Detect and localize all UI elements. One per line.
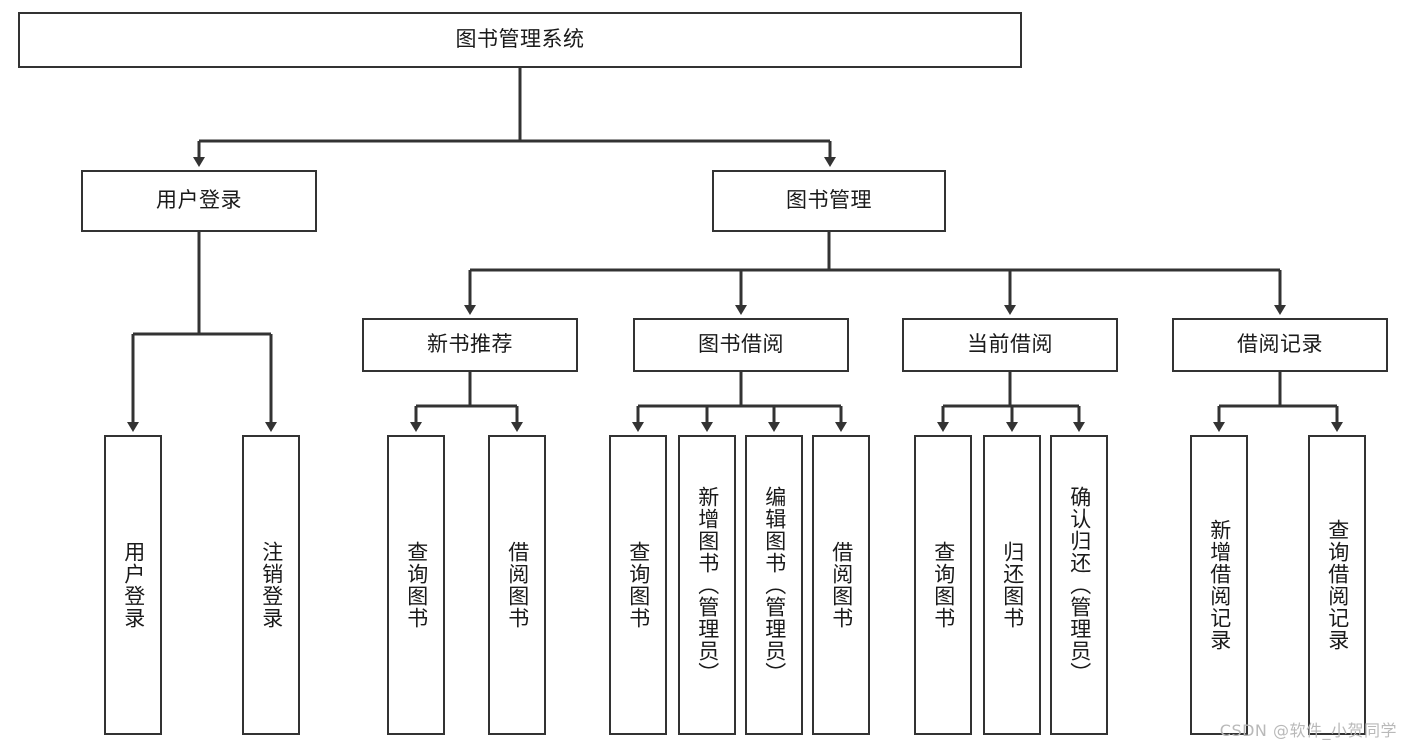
- edge-user-login-to-leaves: [127, 232, 277, 432]
- node-user-login-label: 用户登录: [156, 188, 242, 213]
- node-book-borrow-label: 图书借阅: [698, 332, 784, 357]
- leaf-edit-book-admin-label: 编辑图书（管理员）: [762, 486, 787, 684]
- leaf-query-book-borrow-label: 查询图书: [626, 541, 651, 629]
- leaf-add-book-admin[interactable]: 新增图书（管理员）: [678, 435, 736, 735]
- leaf-borrow-book-recommend[interactable]: 借阅图书: [488, 435, 546, 735]
- leaf-confirm-return-admin[interactable]: 确认归还（管理员）: [1050, 435, 1108, 735]
- edge-book-borrow-to-leaves: [632, 372, 847, 432]
- leaf-borrow-book[interactable]: 借阅图书: [812, 435, 870, 735]
- node-book-borrow[interactable]: 图书借阅: [633, 318, 849, 372]
- leaf-query-borrow-record[interactable]: 查询借阅记录: [1308, 435, 1366, 735]
- leaf-logout[interactable]: 注销登录: [242, 435, 300, 735]
- leaf-add-book-admin-label: 新增图书（管理员）: [695, 486, 720, 684]
- edge-new-book-to-leaves: [410, 372, 523, 432]
- leaf-borrow-book-recommend-label: 借阅图书: [505, 541, 530, 629]
- csdn-watermark: CSDN @软件_小贺同学: [1219, 721, 1397, 740]
- leaf-logout-label: 注销登录: [259, 541, 284, 629]
- leaf-user-login[interactable]: 用户登录: [104, 435, 162, 735]
- edge-book-mgmt-to-level2: [464, 232, 1286, 315]
- leaf-query-book-current[interactable]: 查询图书: [914, 435, 972, 735]
- leaf-query-borrow-record-label: 查询借阅记录: [1325, 519, 1350, 651]
- edge-current-borrow-to-leaves: [937, 372, 1085, 432]
- node-new-book-recommend-label: 新书推荐: [427, 332, 513, 357]
- leaf-user-login-label: 用户登录: [121, 541, 146, 629]
- node-current-borrow-label: 当前借阅: [967, 332, 1053, 357]
- edge-borrow-record-to-leaves: [1213, 372, 1343, 432]
- node-new-book-recommend[interactable]: 新书推荐: [362, 318, 578, 372]
- node-user-login[interactable]: 用户登录: [81, 170, 317, 232]
- leaf-return-book[interactable]: 归还图书: [983, 435, 1041, 735]
- leaf-add-borrow-record[interactable]: 新增借阅记录: [1190, 435, 1248, 735]
- node-borrow-record[interactable]: 借阅记录: [1172, 318, 1388, 372]
- leaf-return-book-label: 归还图书: [1000, 541, 1025, 629]
- node-current-borrow[interactable]: 当前借阅: [902, 318, 1118, 372]
- leaf-query-book-current-label: 查询图书: [931, 541, 956, 629]
- node-root-label: 图书管理系统: [455, 27, 585, 52]
- edge-root-to-level1: [193, 68, 836, 167]
- leaf-add-borrow-record-label: 新增借阅记录: [1207, 519, 1232, 651]
- leaf-query-book-recommend-label: 查询图书: [404, 541, 429, 629]
- node-borrow-record-label: 借阅记录: [1237, 332, 1323, 357]
- leaf-query-book-borrow[interactable]: 查询图书: [609, 435, 667, 735]
- leaf-borrow-book-label: 借阅图书: [829, 541, 854, 629]
- leaf-query-book-recommend[interactable]: 查询图书: [387, 435, 445, 735]
- leaf-confirm-return-admin-label: 确认归还（管理员）: [1067, 486, 1092, 684]
- leaf-edit-book-admin[interactable]: 编辑图书（管理员）: [745, 435, 803, 735]
- node-root[interactable]: 图书管理系统: [18, 12, 1022, 68]
- node-book-management[interactable]: 图书管理: [712, 170, 946, 232]
- node-book-management-label: 图书管理: [786, 188, 872, 213]
